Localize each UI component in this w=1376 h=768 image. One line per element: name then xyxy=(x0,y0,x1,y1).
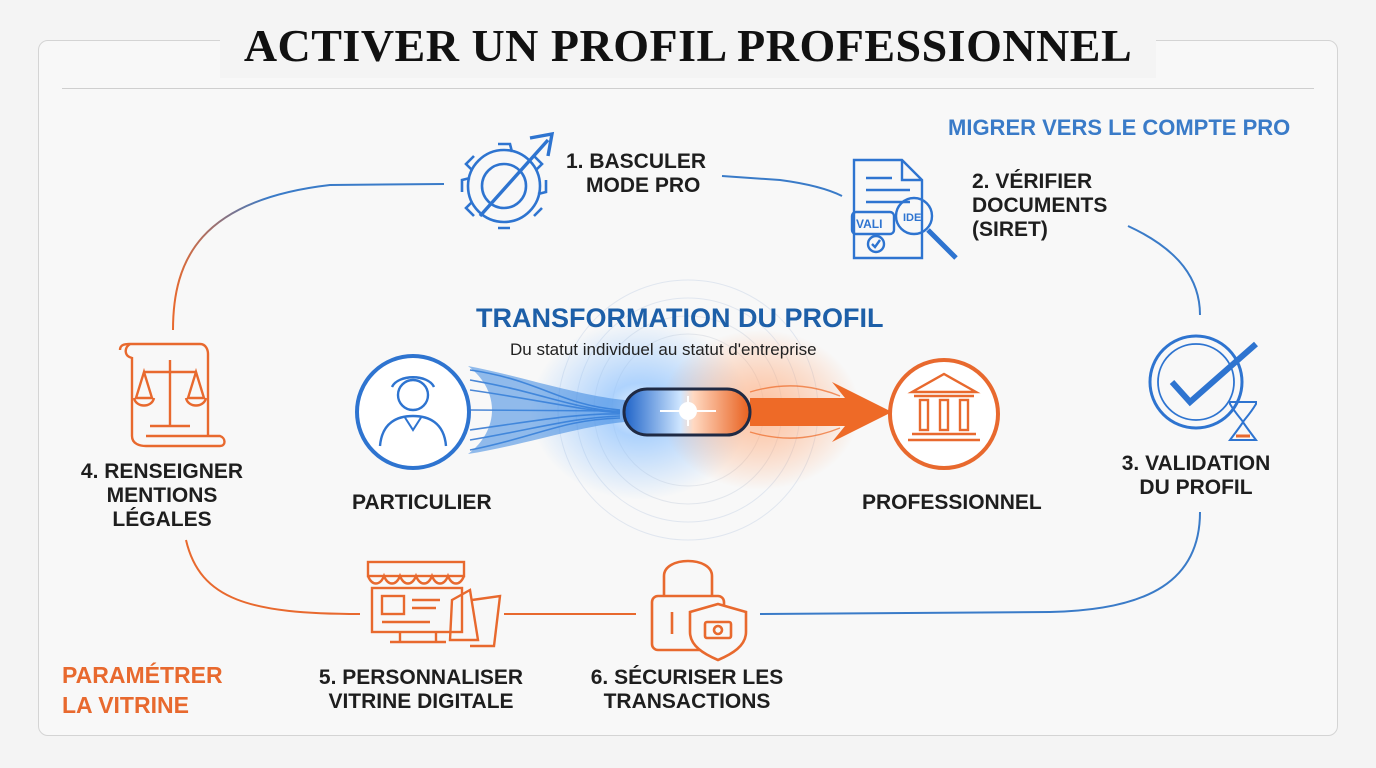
step-label-line: 1. BASCULER xyxy=(566,150,707,173)
orange-arrow xyxy=(750,382,892,442)
page-title: ACTIVER UN PROFIL PROFESSIONNEL xyxy=(243,20,1133,71)
step-1-label: 1. BASCULER MODE PRO xyxy=(566,150,706,198)
scales-scroll-icon xyxy=(118,342,226,448)
step-2-label: 2. VÉRIFIER DOCUMENTS (SIRET) xyxy=(972,170,1107,242)
padlock-shield-icon xyxy=(650,559,748,662)
step-label-line: TRANSACTIONS xyxy=(603,690,771,713)
center-title: TRANSFORMATION DU PROFIL xyxy=(476,303,884,333)
process-loop-top-right xyxy=(721,175,843,197)
process-loop-bottom-right xyxy=(759,511,1201,615)
person-icon xyxy=(355,354,471,470)
step-3-label: 3. VALIDATION DU PROFIL xyxy=(1108,452,1284,500)
check-hourglass-icon xyxy=(1148,334,1258,441)
step-label-line: 6. SÉCURISER LES xyxy=(590,666,784,689)
title-divider xyxy=(62,88,1314,89)
document-magnifier-icon: VALI IDE xyxy=(850,158,958,260)
process-loop-right xyxy=(1127,225,1201,316)
step-label-line: DOCUMENTS xyxy=(972,194,1108,217)
blue-stream-core xyxy=(468,366,625,454)
title-backdrop: ACTIVER UN PROFIL PROFESSIONNEL xyxy=(220,14,1156,78)
section-heading-storefront-line: LA VITRINE xyxy=(62,692,189,718)
gear-arrow-icon xyxy=(460,131,555,230)
from-label: PARTICULIER xyxy=(352,491,492,514)
storefront-icon xyxy=(366,560,502,648)
center-subtitle: Du statut individuel au statut d'entrepr… xyxy=(510,340,817,359)
step-label-line: DU PROFIL xyxy=(1139,476,1253,499)
capsule-spark-rays xyxy=(660,396,716,426)
bank-building-icon xyxy=(888,358,1000,470)
step-label-line: 3. VALIDATION xyxy=(1121,452,1271,475)
section-heading-migrate: MIGRER VERS LE COMPTE PRO xyxy=(948,115,1291,140)
to-label: PROFESSIONNEL xyxy=(862,491,1042,514)
step-4-label: 4. RENSEIGNER MENTIONS LÉGALES xyxy=(66,460,258,532)
step-label-line: VITRINE DIGITALE xyxy=(328,690,514,713)
section-heading-storefront-line: PARAMÉTRER xyxy=(62,662,223,688)
process-loop-top xyxy=(172,183,445,331)
step-label-line: (SIRET) xyxy=(972,218,1048,241)
process-loop-bottom-left xyxy=(185,539,361,615)
section-heading-storefront: PARAMÉTRER LA VITRINE xyxy=(62,660,223,720)
step-label-line: 2. VÉRIFIER xyxy=(972,170,1093,193)
step-5-label: 5. PERSONNALISER VITRINE DIGITALE xyxy=(306,666,536,714)
step-label-line: 4. RENSEIGNER xyxy=(80,460,244,483)
svg-text:IDE: IDE xyxy=(903,212,921,224)
step-label-line: MENTIONS xyxy=(106,484,218,507)
step-label-line: 5. PERSONNALISER xyxy=(318,666,524,689)
svg-text:VALI: VALI xyxy=(856,217,882,231)
orange-streams xyxy=(749,385,841,439)
step-label-line: LÉGALES xyxy=(112,508,212,531)
step-label-line: MODE PRO xyxy=(586,174,701,197)
step-6-label: 6. SÉCURISER LES TRANSACTIONS xyxy=(580,666,794,714)
